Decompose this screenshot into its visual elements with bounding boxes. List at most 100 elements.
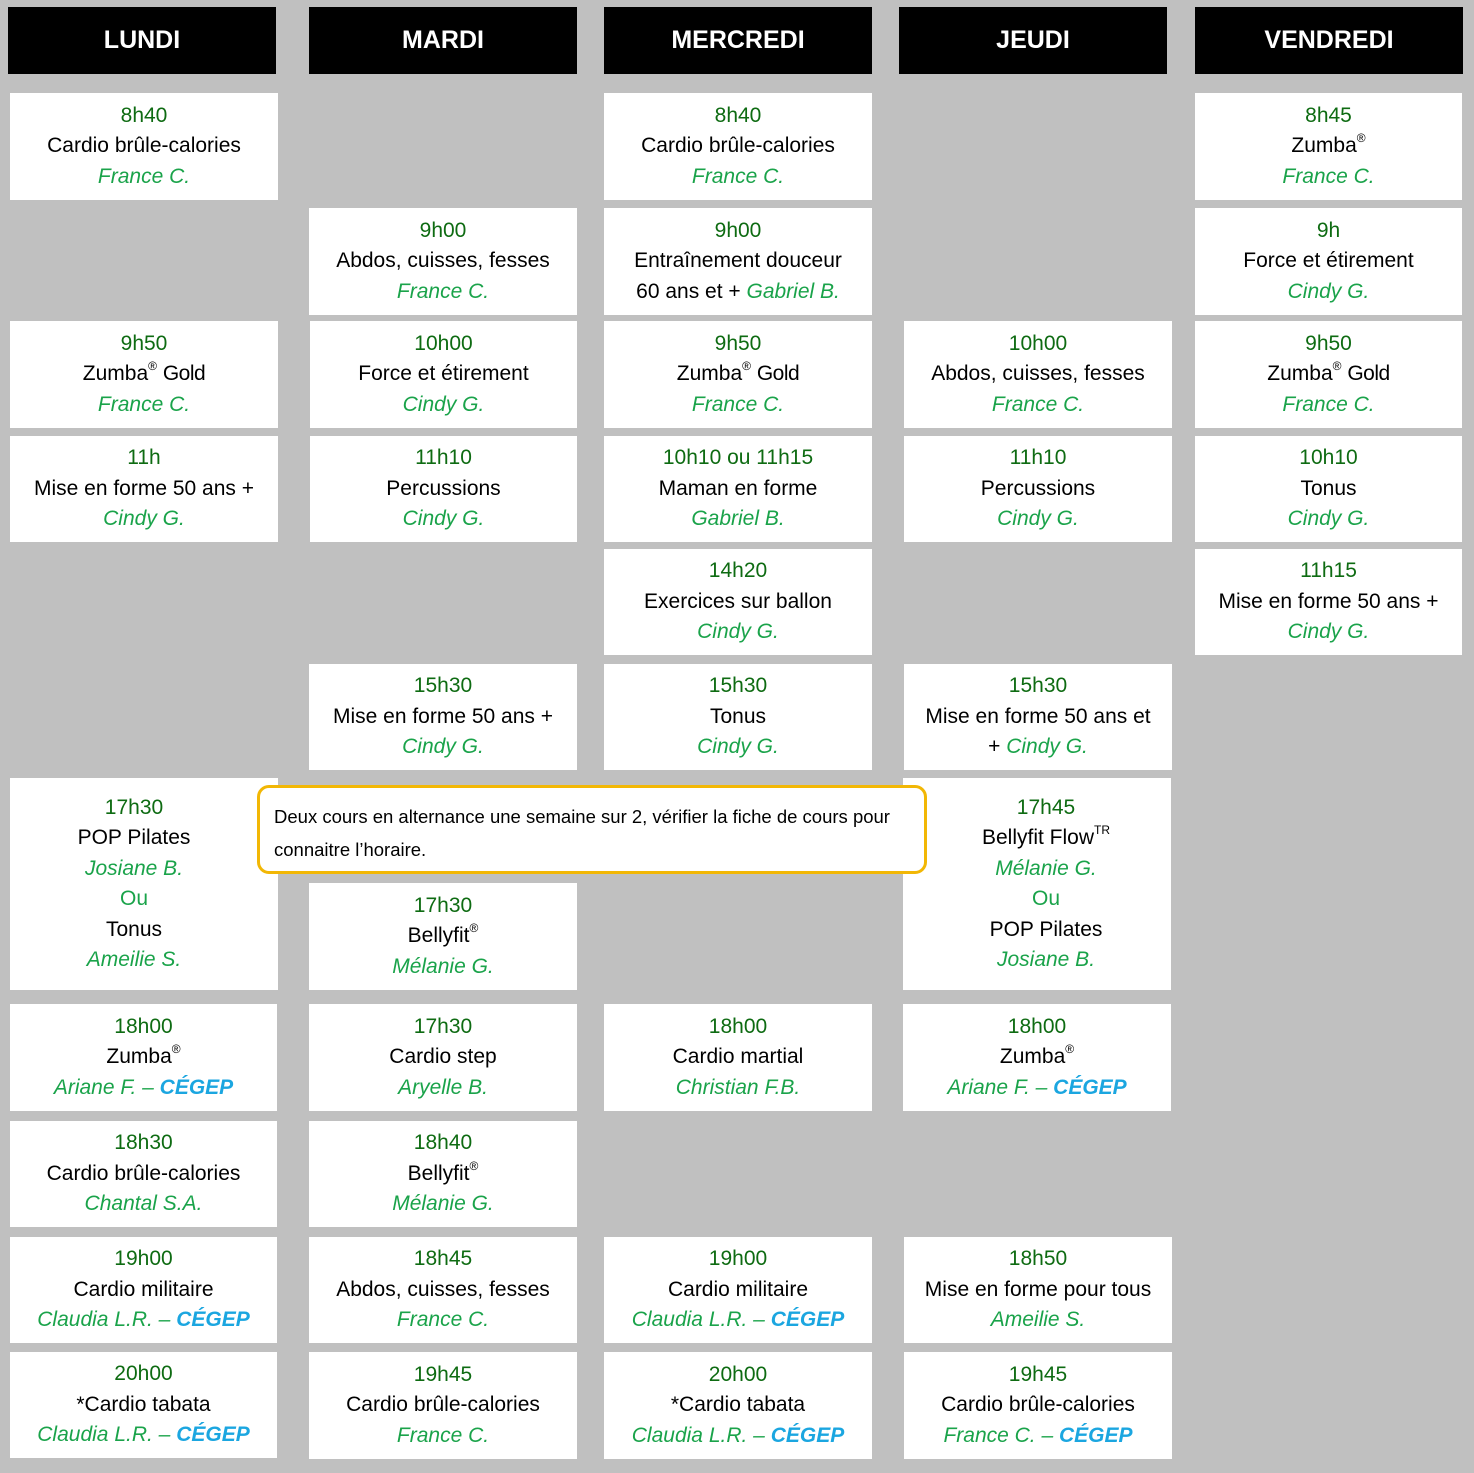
class-card: 19h00 Cardio militaire Claudia L.R. – CÉ… (604, 1237, 872, 1343)
class-name: Zumba® Gold (676, 359, 800, 386)
class-time: 15h30 (413, 674, 473, 698)
class-card: 9h00 Entraînement douceur 60 ans et + Ga… (604, 208, 872, 315)
alternation-or: Ou (1031, 887, 1060, 910)
class-name: Bellyfit® (407, 921, 479, 948)
class-card: 8h40 Cardio brûle-calories France C. (10, 93, 278, 200)
class-name: Cardio brûle-calories (941, 1393, 1135, 1417)
class-name: Mise en forme pour tous (924, 1277, 1152, 1301)
class-instructor: Mélanie G. (995, 856, 1097, 880)
class-name: Tonus (1300, 476, 1357, 500)
class-time: 14h20 (708, 559, 768, 583)
class-card: 18h30 Cardio brûle-calories Chantal S.A. (10, 1121, 277, 1227)
class-time: 9h00 (714, 218, 762, 242)
class-name-line2: + Cindy G. (988, 735, 1088, 759)
class-instructor: France C. (396, 1423, 490, 1447)
class-time: 20h00 (708, 1362, 768, 1386)
class-name: Exercices sur ballon (644, 589, 832, 613)
class-time: 10h10 ou 11h15 (662, 446, 814, 470)
class-instructor: Cindy G. (697, 620, 779, 644)
class-card: 18h40 Bellyfit® Mélanie G. (309, 1121, 577, 1227)
class-name: Zumba® (999, 1042, 1075, 1069)
cegep-label: CÉGEP (1059, 1423, 1133, 1447)
class-instructor: France C. (396, 1308, 490, 1332)
class-name: *Cardio tabata (76, 1392, 211, 1416)
registered-mark: ® (469, 1158, 479, 1173)
class-card: 17h30 POP Pilates Josiane B. Ou Tonus Am… (10, 778, 278, 990)
class-instructor: France C. (97, 164, 191, 188)
class-instructor: France C. (97, 392, 191, 416)
class-card: 19h45 Cardio brûle-calories France C. – … (904, 1352, 1172, 1459)
class-card: 11h10 Percussions Cindy G. (310, 436, 577, 542)
class-instructor: Cindy G. (1287, 620, 1370, 644)
class-card: 20h00 *Cardio tabata Claudia L.R. – CÉGE… (604, 1352, 872, 1459)
registered-mark: ® (1065, 1042, 1075, 1057)
class-card: 10h10 ou 11h15 Maman en forme Gabriel B. (604, 436, 872, 542)
class-time: 19h45 (1008, 1362, 1068, 1386)
class-instructor: France C. (1282, 392, 1375, 416)
class-time: 19h00 (708, 1247, 768, 1271)
class-time: 8h40 (120, 103, 168, 127)
class-name: Cardio martial (672, 1045, 804, 1069)
class-card: 9h50 Zumba® Gold France C. (10, 321, 278, 428)
class-name: Zumba® (1291, 131, 1366, 158)
class-card: 15h30 Mise en forme 50 ans et + Cindy G. (904, 664, 1172, 770)
class-card: 18h50 Mise en forme pour tous Ameilie S. (904, 1237, 1172, 1343)
class-instructor: Ameilie S. (86, 948, 182, 971)
class-instructor: France C. (691, 164, 785, 188)
class-instructor: Cindy G. (1287, 507, 1370, 531)
class-time: 11h15 (1300, 559, 1357, 583)
class-instructor: Gabriel B. (746, 279, 840, 303)
class-time: 17h30 (413, 1014, 473, 1038)
class-time: 18h45 (413, 1247, 473, 1271)
class-instructor: France C. (1282, 164, 1375, 188)
class-time: 11h10 (1009, 446, 1067, 470)
class-card: 17h30 Bellyfit® Mélanie G. (309, 883, 577, 990)
class-name: *Cardio tabata (670, 1393, 806, 1417)
class-instructor: Cindy G. (1287, 279, 1370, 303)
class-time: 18h30 (114, 1131, 173, 1155)
class-time: 18h00 (1007, 1014, 1067, 1038)
class-time: 11h10 (415, 446, 472, 470)
class-time: 18h40 (413, 1131, 473, 1155)
class-time: 15h30 (708, 674, 768, 698)
class-name: Tonus (709, 704, 767, 728)
class-card: 18h00 Cardio martial Christian F.B. (604, 1004, 872, 1111)
cegep-label: CÉGEP (1053, 1075, 1127, 1099)
class-instructor: Cindy G. (697, 735, 779, 759)
class-card: 19h45 Cardio brûle-calories France C. (309, 1352, 577, 1459)
class-instructor: Aryelle B. (398, 1075, 488, 1099)
class-instructor: Cindy G. (1006, 735, 1088, 759)
class-time: 17h30 (413, 893, 473, 917)
class-instructor: Cindy G. (103, 507, 185, 531)
class-instructor: Claudia L.R. – CÉGEP (631, 1423, 845, 1447)
class-card: 15h30 Tonus Cindy G. (604, 664, 872, 770)
class-time: 9h50 (120, 331, 168, 355)
class-name: Bellyfit® (407, 1158, 479, 1185)
class-instructor: Gabriel B. (691, 507, 785, 531)
class-time: 20h00 (114, 1362, 173, 1386)
class-time: 8h45 (1305, 103, 1352, 127)
class-instructor: Cindy G. (402, 507, 485, 531)
class-time: 10h00 (1008, 331, 1068, 355)
header-vendredi: VENDREDI (1195, 7, 1463, 74)
class-time: 9h00 (419, 218, 467, 242)
class-name: POP Pilates (989, 917, 1103, 941)
class-name: Bellyfit FlowTR (981, 823, 1111, 849)
class-name: Cardio brûle-calories (47, 134, 241, 158)
class-card: 8h45 Zumba® France C. (1195, 93, 1462, 200)
class-instructor: Mélanie G. (392, 954, 494, 978)
alternation-or: Ou (119, 887, 148, 910)
class-time: 15h30 (1008, 674, 1068, 698)
class-name: Cardio brûle-calories (641, 134, 835, 158)
class-card: 9h00 Abdos, cuisses, fesses France C. (309, 208, 577, 315)
class-name: Percussions (386, 476, 501, 500)
class-name: Abdos, cuisses, fesses (931, 362, 1145, 386)
registered-mark: ® (1356, 131, 1366, 146)
class-time: 9h50 (1305, 331, 1352, 355)
class-name: Zumba® Gold (82, 359, 206, 386)
class-instructor: Claudia L.R. – CÉGEP (631, 1308, 845, 1332)
class-name: Entraînement douceur (634, 249, 842, 273)
class-card: 18h00 Zumba® Ariane F. – CÉGEP (903, 1004, 1171, 1111)
header-lundi: LUNDI (8, 7, 276, 74)
registered-mark: ® (171, 1042, 181, 1057)
